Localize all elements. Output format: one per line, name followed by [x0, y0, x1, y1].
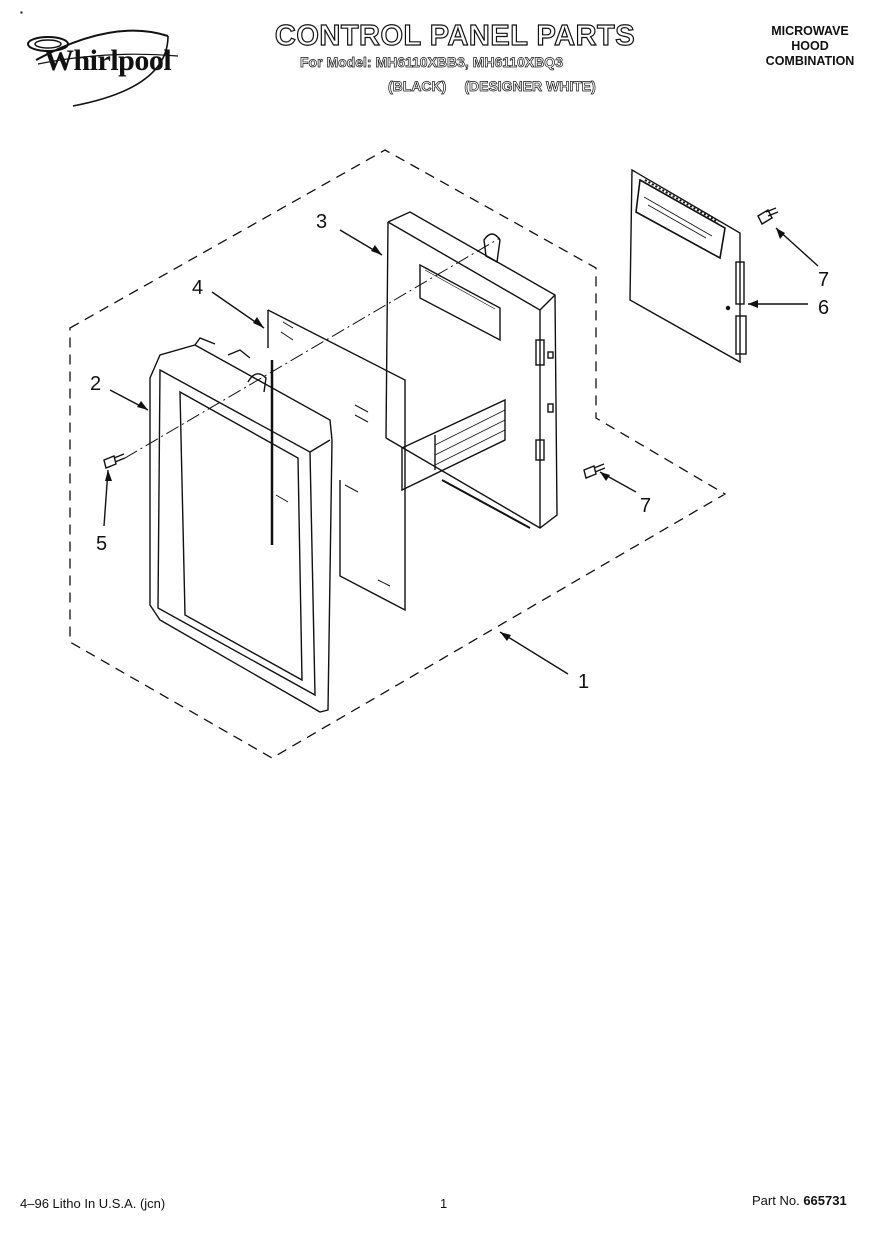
print-info: 4–96 Litho In U.S.A. (jcn): [20, 1196, 166, 1211]
model-prefix: For Model:: [300, 54, 372, 71]
variant-line: (BLACK) (DESIGNER WHITE): [388, 78, 596, 95]
callout-2: 2: [90, 373, 101, 395]
membrane-overlay: [267, 309, 406, 612]
category-line-3: COMBINATION: [765, 54, 855, 68]
variant-black: (BLACK): [388, 78, 447, 95]
page-number: 1: [440, 1196, 448, 1211]
screw-7-lower: [583, 463, 606, 479]
leader-1: [499, 631, 569, 675]
part-number: Part No. 665731: [752, 1193, 847, 1208]
part-label: Part No.: [752, 1193, 800, 1208]
category-line-1: MICROWAVE: [771, 24, 849, 38]
model-line: For Model: MH6110XBB3, MH6110XBQ3: [300, 54, 564, 71]
product-category: MICROWAVE HOOD COMBINATION: [740, 24, 880, 69]
alignment-line: [124, 237, 501, 459]
part-number-value: 665731: [803, 1193, 847, 1208]
callout-7-upper: 7: [818, 269, 829, 291]
variant-white: (DESIGNER WHITE): [464, 78, 596, 95]
page-title: CONTROL PANEL PARTS: [274, 19, 636, 52]
screw-7-upper: [757, 207, 779, 225]
whirlpool-logo: [27, 29, 179, 107]
callout-1: 1: [578, 671, 589, 693]
assembly-boundary: [69, 149, 727, 759]
model-numbers: MH6110XBB3, MH6110XBQ3: [375, 54, 563, 71]
screw-6: [103, 453, 126, 469]
callout-4: 4: [192, 277, 203, 299]
exploded-parts-diagram: 3 4 2 5 7 7 6 1: [69, 149, 829, 759]
callout-3: 3: [316, 211, 327, 233]
category-line-2: HOOD: [791, 39, 829, 53]
callout-6: 5: [96, 533, 107, 555]
control-board: [629, 168, 747, 364]
brand-wordmark: Whirlpool: [44, 44, 172, 77]
callout-5: 6: [818, 297, 829, 319]
control-housing: [385, 211, 558, 529]
registered-mark: ▪: [20, 8, 23, 17]
control-panel-frame: [149, 337, 333, 713]
callout-7-lower: 7: [640, 495, 651, 517]
